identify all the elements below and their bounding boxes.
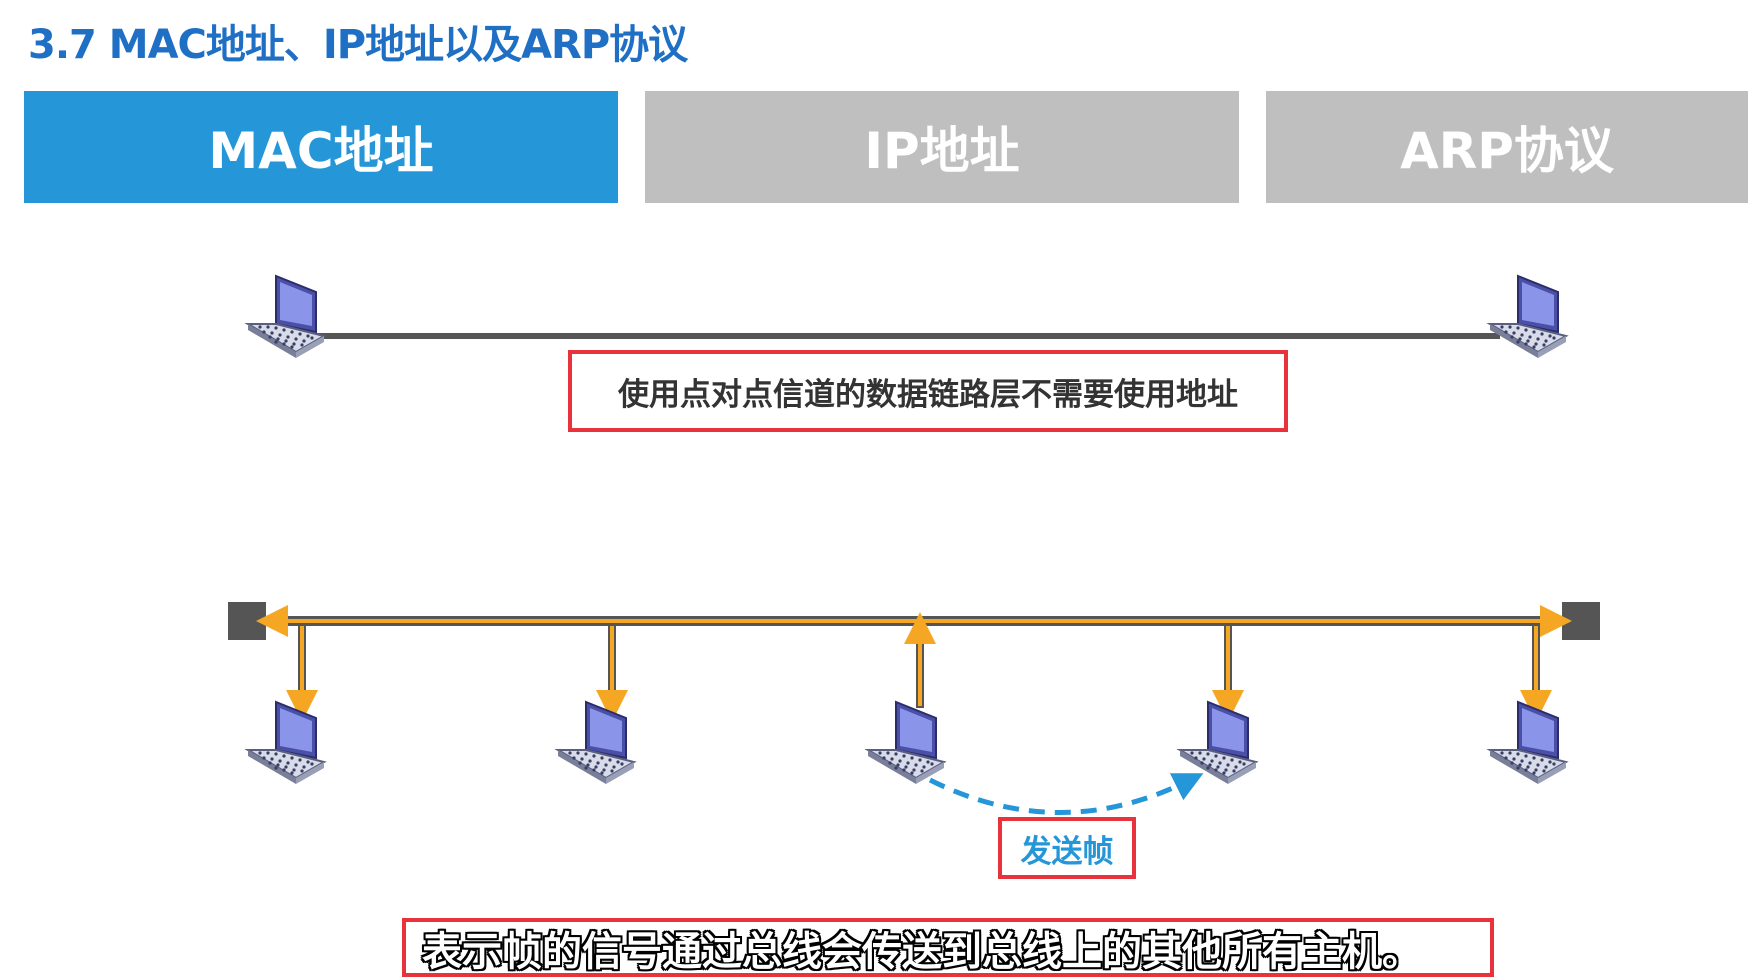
laptop-icon [247, 701, 325, 785]
point-to-point-note: 使用点对点信道的数据链路层不需要使用地址 [568, 350, 1288, 432]
video-subtitle-text: 表示帧的信号通过总线会传送到总线上的其他所有主机。 [422, 928, 1422, 975]
laptop-icon [1489, 701, 1567, 785]
slide-title: 3.7 MAC地址、IP地址以及ARP协议 [28, 22, 688, 68]
send-frame-label: 发送帧 [998, 817, 1136, 879]
tab-ip-address[interactable]: IP地址 [645, 91, 1239, 203]
terminator-icon [1562, 602, 1600, 640]
tab-mac-address[interactable]: MAC地址 [24, 91, 618, 203]
frame-arrow [928, 773, 1204, 815]
laptop-icon [867, 701, 945, 785]
laptop-icon [557, 701, 635, 785]
laptop-icon [247, 275, 325, 359]
tab-arp-protocol[interactable]: ARP协议 [1266, 91, 1748, 203]
laptop-icon [1489, 275, 1567, 359]
point-to-point-note-text: 使用点对点信道的数据链路层不需要使用地址 [618, 376, 1238, 413]
send-frame-text: 发送帧 [1020, 833, 1114, 870]
terminator-icon [228, 602, 266, 640]
laptop-icon [1179, 701, 1257, 785]
video-subtitle: 表示帧的信号通过总线会传送到总线上的其他所有主机。 [402, 918, 1494, 977]
